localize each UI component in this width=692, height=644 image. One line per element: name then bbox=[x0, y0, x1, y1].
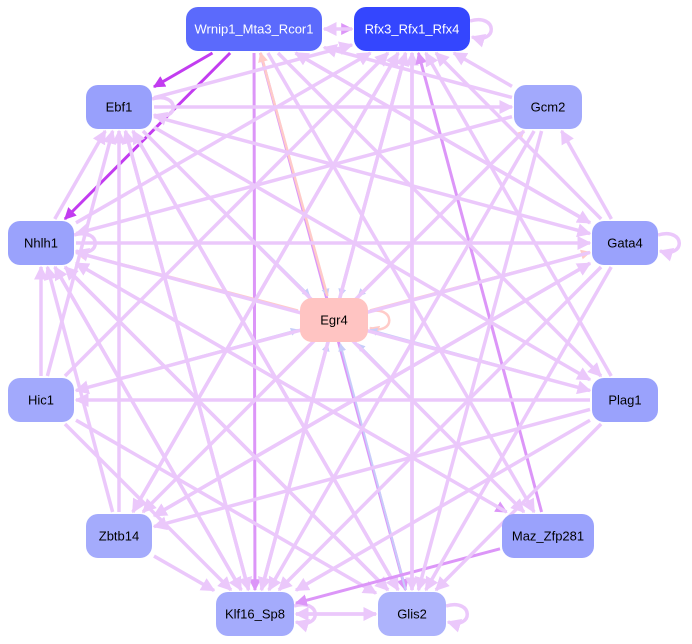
node-box bbox=[514, 85, 582, 129]
edge-Klf16_Sp8-to-Nhlh1 bbox=[53, 265, 243, 591]
node-box bbox=[86, 514, 152, 558]
edge-Wrnip1_Mta3_Rcor1-to-Ebf1 bbox=[152, 51, 214, 89]
edge-Gata4-to-Zbtb14 bbox=[152, 261, 591, 518]
node-label: Plag1 bbox=[608, 393, 641, 408]
node-box bbox=[8, 221, 74, 265]
edge-Plag1-to-Zbtb14 bbox=[152, 407, 591, 531]
node-maz_zfp281[interactable]: Maz_Zfp281 bbox=[502, 514, 594, 558]
node-box bbox=[216, 592, 294, 636]
node-box bbox=[592, 378, 658, 422]
edge-Maz_Zfp281-to-Nhlh1 bbox=[74, 261, 508, 514]
edge-Egr4-to-Egr4 bbox=[367, 309, 391, 336]
node-gcm2[interactable]: Gcm2 bbox=[514, 85, 582, 129]
edge-Ebf1-to-Rfx3_Rfx1_Rfx4 bbox=[153, 41, 354, 100]
node-zbtb14[interactable]: Zbtb14 bbox=[86, 514, 152, 558]
node-label: Egr4 bbox=[320, 313, 347, 328]
edge-Gcm2-to-Rfx3_Rfx1_Rfx4 bbox=[452, 51, 513, 88]
node-label: Glis2 bbox=[397, 607, 427, 622]
node-egr4[interactable]: Egr4 bbox=[300, 298, 368, 342]
node-klf16_sp8[interactable]: Klf16_Sp8 bbox=[216, 592, 294, 636]
node-box bbox=[300, 298, 368, 342]
edge-Gcm2-to-Nhlh1 bbox=[74, 114, 513, 238]
node-box bbox=[8, 378, 74, 422]
node-label: Gcm2 bbox=[531, 100, 566, 115]
node-label: Rfx3_Rfx1_Rfx4 bbox=[365, 22, 460, 37]
node-box bbox=[86, 85, 152, 129]
edge-Hic1-to-Ebf1 bbox=[45, 129, 117, 377]
node-label: Hic1 bbox=[28, 393, 54, 408]
edge-Zbtb14-to-Klf16_Sp8 bbox=[153, 554, 216, 593]
edge-Gata4-to-Gcm2 bbox=[560, 129, 613, 220]
node-box bbox=[354, 7, 470, 51]
node-plag1[interactable]: Plag1 bbox=[592, 378, 658, 422]
node-label: Maz_Zfp281 bbox=[512, 529, 584, 544]
node-hic1[interactable]: Hic1 bbox=[8, 378, 74, 422]
node-glis2[interactable]: Glis2 bbox=[378, 592, 446, 636]
edge-Plag1-to-Klf16_Sp8 bbox=[294, 418, 591, 592]
edge-Wrnip1_Mta3_Rcor1-to-Klf16_Sp8 bbox=[248, 52, 261, 592]
edge-Gcm2-to-Klf16_Sp8 bbox=[267, 130, 536, 592]
node-wrnip1_mta3_rcor1[interactable]: Wrnip1_Mta3_Rcor1 bbox=[186, 7, 322, 51]
node-rfx3_rfx1_rfx4[interactable]: Rfx3_Rfx1_Rfx4 bbox=[354, 7, 470, 51]
edge-Gcm2-to-Glis2 bbox=[414, 130, 544, 592]
node-gata4[interactable]: Gata4 bbox=[592, 221, 658, 265]
node-box bbox=[592, 221, 658, 265]
edge-Gcm2-to-Wrnip1_Mta3_Rcor1 bbox=[322, 44, 513, 100]
edge-Nhlh1-to-Ebf1 bbox=[53, 129, 107, 220]
node-nhlh1[interactable]: Nhlh1 bbox=[8, 221, 74, 265]
node-ebf1[interactable]: Ebf1 bbox=[86, 85, 152, 129]
edge-Gata4-to-Gata4 bbox=[657, 231, 681, 262]
node-box bbox=[186, 7, 322, 51]
node-label: Ebf1 bbox=[106, 100, 133, 115]
edge-Gata4-to-Glis2 bbox=[424, 266, 613, 592]
edge-Ebf1-to-Plag1 bbox=[153, 125, 592, 382]
node-label: Zbtb14 bbox=[99, 529, 139, 544]
edge-Wrnip1_Mta3_Rcor1-to-Gata4 bbox=[294, 51, 592, 225]
node-label: Wrnip1_Mta3_Rcor1 bbox=[195, 22, 314, 37]
edge-Rfx3_Rfx1_Rfx4-to-Rfx3_Rfx1_Rfx4 bbox=[469, 17, 493, 48]
edge-Nhlh1-to-Rfx3_Rfx1_Rfx4 bbox=[75, 51, 372, 225]
node-label: Gata4 bbox=[607, 236, 642, 251]
node-box bbox=[502, 514, 594, 558]
edge-Wrnip1_Mta3_Rcor1-to-Maz_Zfp281 bbox=[266, 52, 536, 514]
node-box bbox=[378, 592, 446, 636]
node-label: Nhlh1 bbox=[24, 236, 58, 251]
node-label: Klf16_Sp8 bbox=[225, 607, 285, 622]
edge-Wrnip1_Mta3_Rcor1-to-Plag1 bbox=[276, 51, 603, 378]
edge-Glis2-to-Glis2 bbox=[445, 602, 469, 633]
edges-layer bbox=[34, 17, 681, 633]
